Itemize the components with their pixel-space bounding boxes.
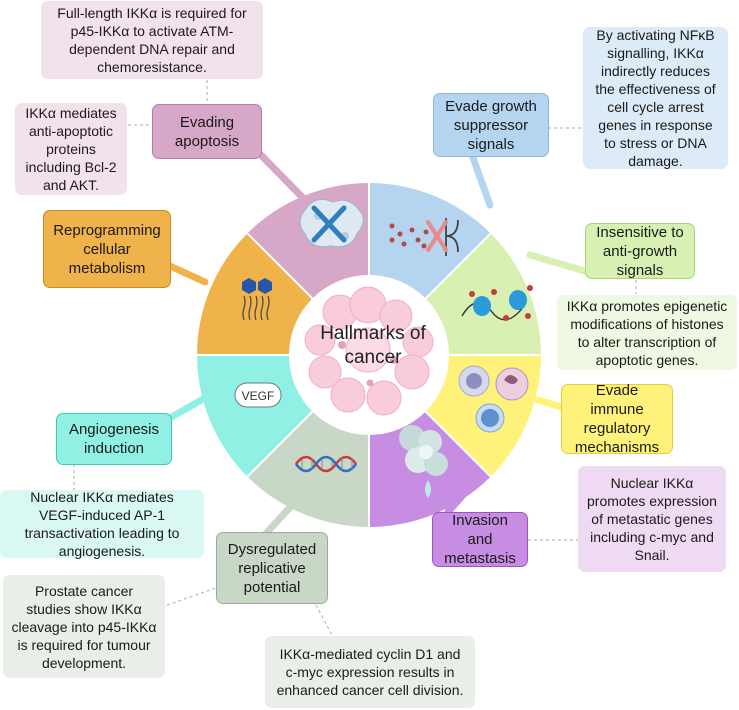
connector-metabolism <box>166 262 209 286</box>
note-metastatic-genes: Nuclear IKKα promotes expression of meta… <box>578 466 726 572</box>
note-epigenetic: IKKα promotes epigenetic modifications o… <box>557 295 737 370</box>
hallmark-evade-growth-suppressor: Evade growth suppressor signals <box>433 93 549 157</box>
hallmark-angiogenesis: Angiogenesis induction <box>56 413 172 465</box>
growth-signal-blocked-icon <box>389 218 459 256</box>
note-vegf-ap1: Nuclear IKKα mediates VEGF-induced AP-1 … <box>0 489 204 559</box>
connector-angiogenesis <box>166 394 209 422</box>
tumour-cells-icon <box>304 286 434 416</box>
connector-immune <box>534 396 569 412</box>
immune-cells-icon <box>458 365 529 433</box>
hallmark-insensitive-anti-growth: Insensitive to anti-growth signals <box>585 223 695 279</box>
note-prostate: Prostate cancer studies show IKKα cleava… <box>3 575 165 678</box>
note-nfkb-signalling: By activating NFκB signalling, IKKα indi… <box>583 27 728 169</box>
vegf-label: VEGF <box>242 389 275 403</box>
note-cyclin-d1: IKKα-mediated cyclin D1 and c-myc expres… <box>265 636 475 708</box>
apoptotic-cell-icon <box>299 198 365 248</box>
connector-anti-growth <box>526 251 592 276</box>
hallmark-dysregulated-replicative: Dysregulated replicative potential <box>216 532 328 604</box>
hallmark-evading-apoptosis: Evading apoptosis <box>152 104 262 159</box>
lipid-bilayer-icon <box>242 278 272 321</box>
connector-evading-apoptosis <box>254 148 309 204</box>
hallmark-evade-immune: Evade immune regulatory mechanisms <box>561 382 673 456</box>
center-title: Hallmarks of cancer <box>320 323 426 368</box>
vegf-badge: VEGF <box>234 382 282 408</box>
hallmark-invasion-metastasis: Invasion and metastasis <box>432 512 528 567</box>
histone-dna-icon <box>461 285 533 321</box>
note-atm-repair: Full-length IKKα is required for p45-IKK… <box>41 1 263 79</box>
connector-growth-suppressor <box>468 151 494 209</box>
metastasis-cells-icon <box>399 425 448 498</box>
note-anti-apoptotic: IKKα mediates anti-apoptotic proteins in… <box>15 103 127 195</box>
hallmark-reprogramming-metabolism: Reprogramming cellular metabolism <box>43 210 171 288</box>
dna-helix-icon <box>294 455 358 473</box>
